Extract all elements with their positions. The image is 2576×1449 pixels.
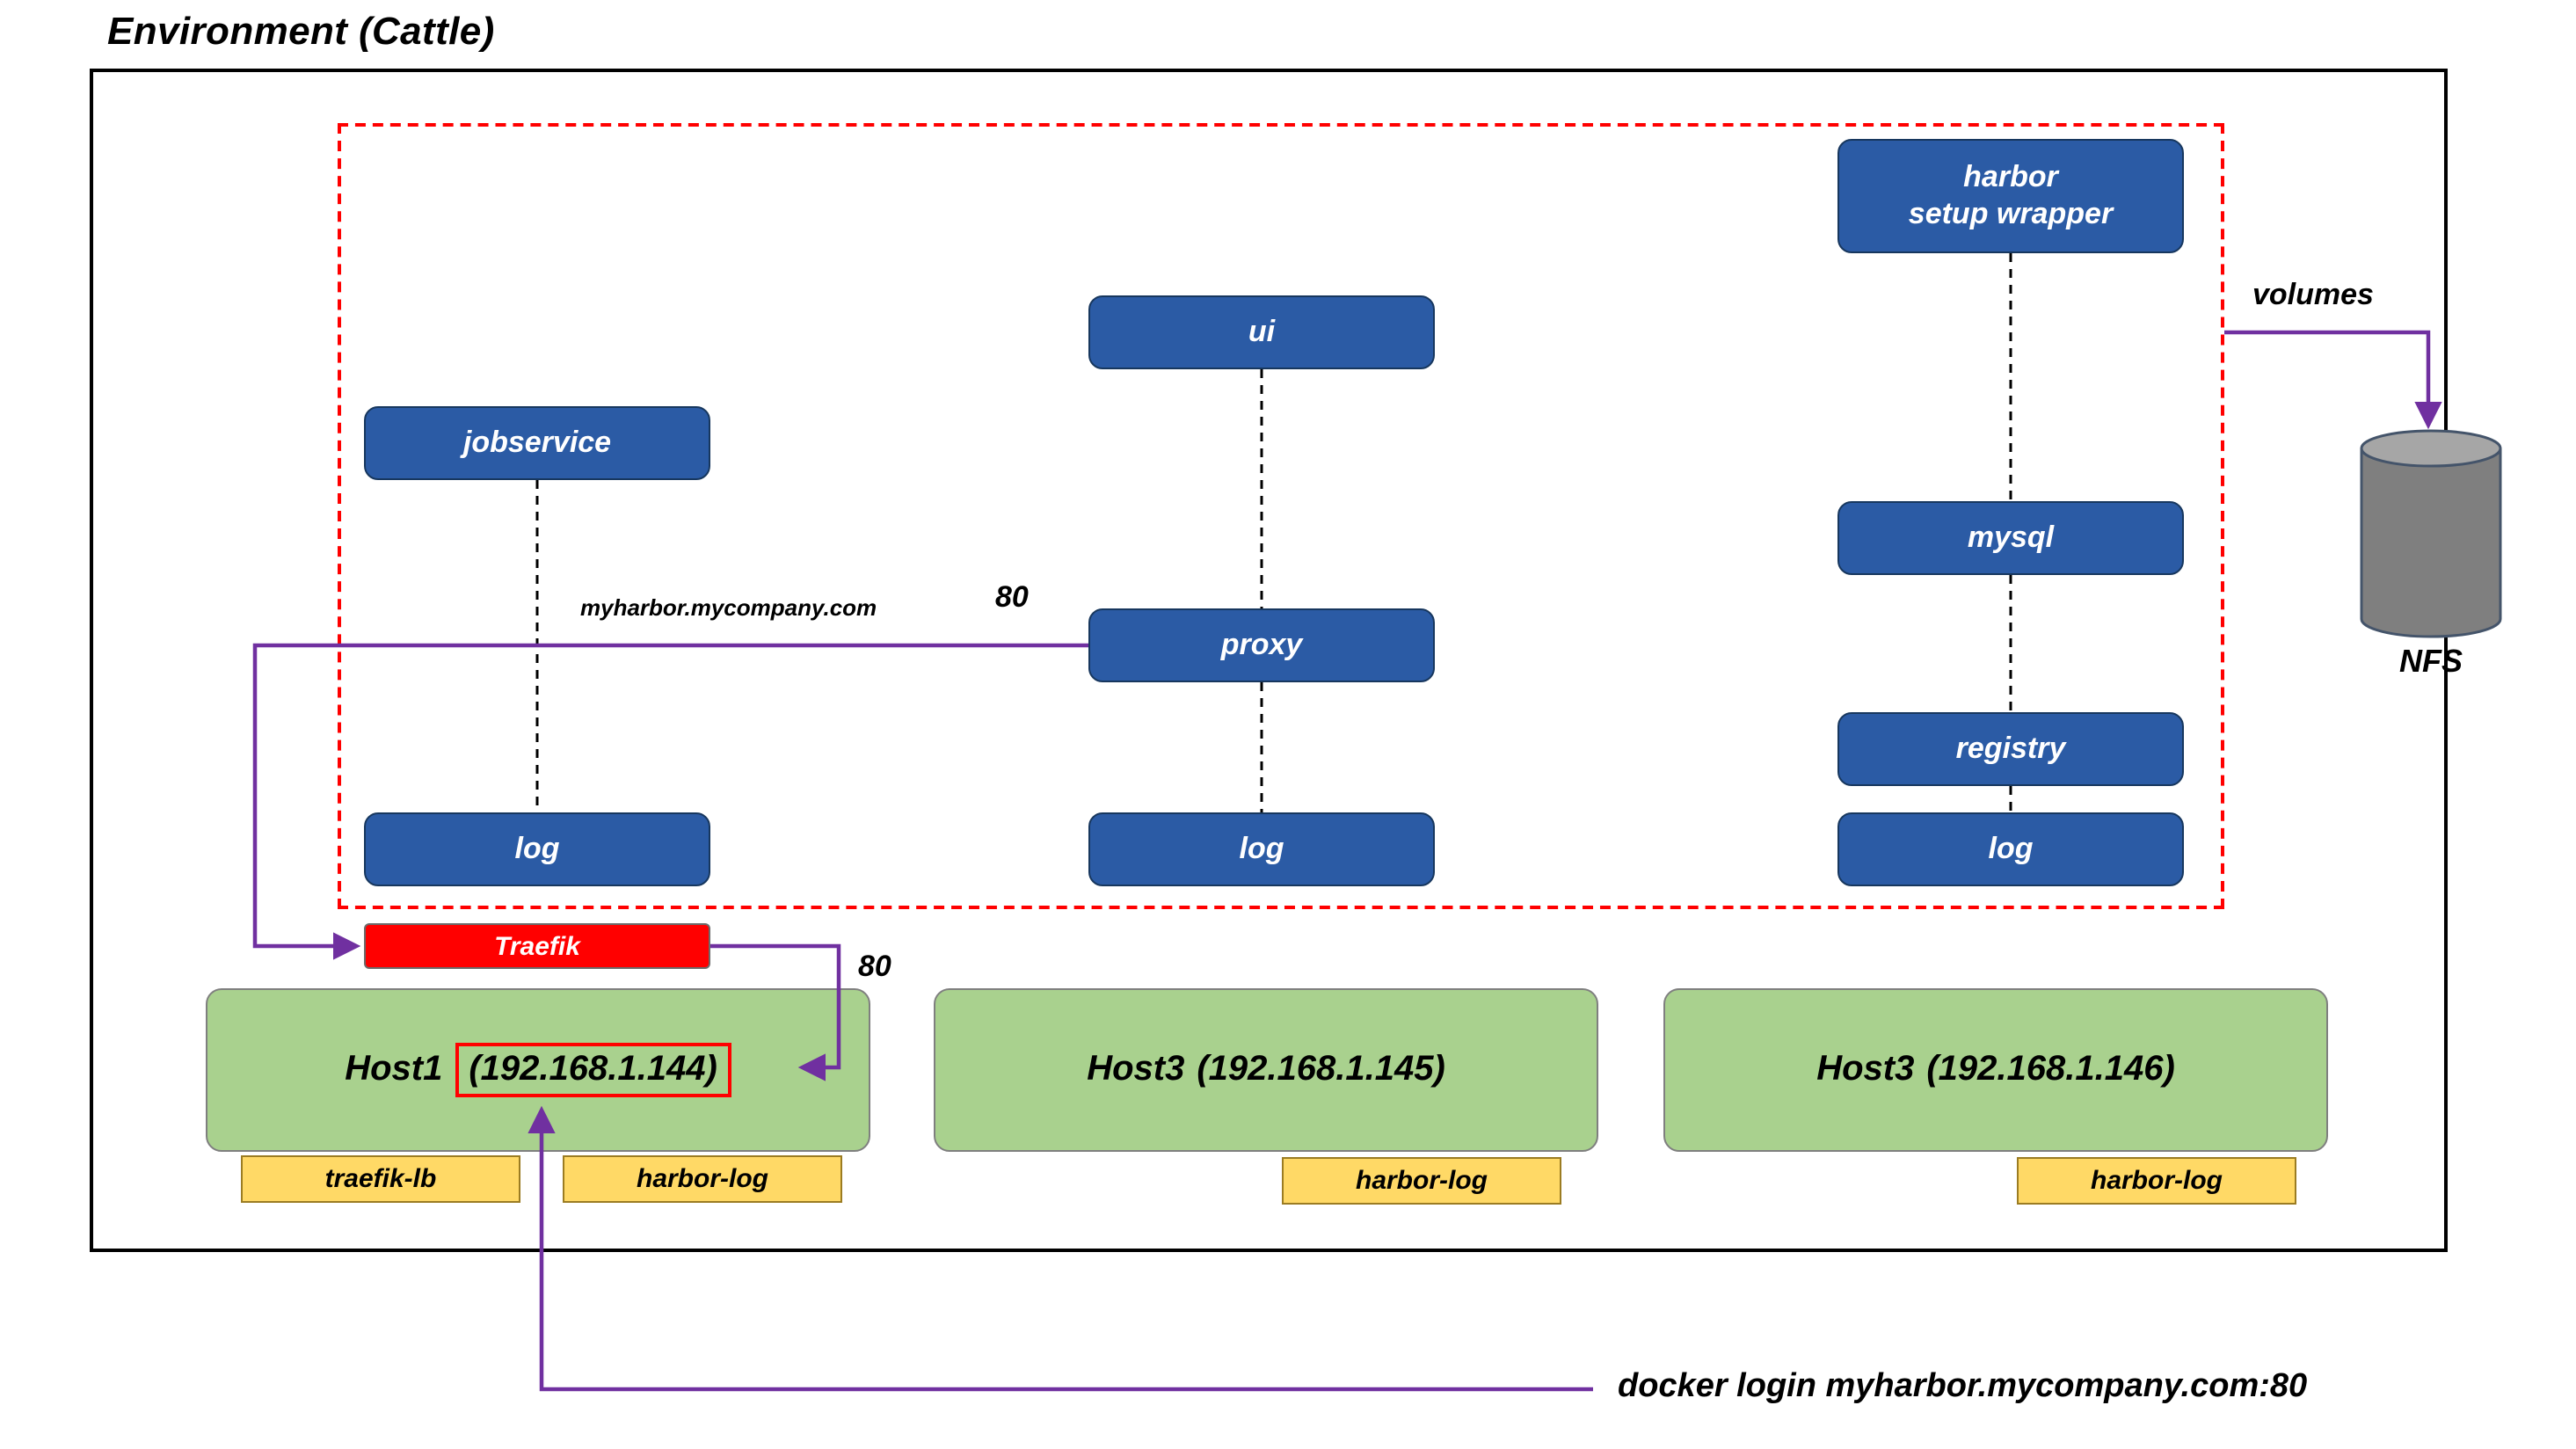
host-2-name: Host3 — [1087, 1050, 1185, 1089]
host-3-ip: (192.168.1.146) — [1926, 1050, 2175, 1089]
service-box-mysql: mysql — [1837, 501, 2184, 575]
service-box-proxy: proxy — [1088, 608, 1435, 682]
environment-title: Environment (Cattle) — [107, 9, 495, 53]
service-box-log-3: log — [1837, 812, 2184, 886]
host-box-2: Host3 (192.168.1.145) — [934, 988, 1598, 1152]
service-box-log-1: log — [364, 812, 710, 886]
docker-login-label: docker login myharbor.mycompany.com:80 — [1618, 1368, 2308, 1405]
volumes-label: volumes — [2252, 278, 2374, 311]
container-badge-harbor-log-2: harbor-log — [1282, 1157, 1561, 1205]
host-3-name: Host3 — [1816, 1050, 1915, 1089]
service-box-registry: registry — [1837, 712, 2184, 786]
nfs-label: NFS — [2399, 644, 2463, 679]
host-2-ip: (192.168.1.145) — [1197, 1050, 1445, 1089]
container-badge-harbor-log-1: harbor-log — [563, 1155, 842, 1203]
service-box-harbor-setup-wrapper: harbor setup wrapper — [1837, 139, 2184, 253]
ingress-hostname-label: myharbor.mycompany.com — [580, 594, 877, 621]
host-box-3: Host3 (192.168.1.146) — [1663, 988, 2328, 1152]
service-box-log-2: log — [1088, 812, 1435, 886]
host-1-ip-highlight: (192.168.1.144) — [455, 1043, 731, 1097]
harbor-setup-wrapper-label-line1: harbor — [1963, 160, 2058, 194]
ingress-port-label: 80 — [995, 580, 1029, 614]
service-box-ui: ui — [1088, 295, 1435, 369]
traefik-box: Traefik — [364, 923, 710, 969]
harbor-setup-wrapper-label-line2: setup wrapper — [1908, 196, 2114, 229]
host-box-1: Host1 (192.168.1.144) — [206, 988, 870, 1152]
host-1-name: Host1 — [345, 1050, 443, 1089]
container-badge-traefik-lb: traefik-lb — [241, 1155, 520, 1203]
harbor-stack-boundary — [338, 123, 2224, 909]
service-box-jobservice: jobservice — [364, 406, 710, 480]
traefik-port-label: 80 — [858, 950, 891, 983]
container-badge-harbor-log-3: harbor-log — [2017, 1157, 2296, 1205]
